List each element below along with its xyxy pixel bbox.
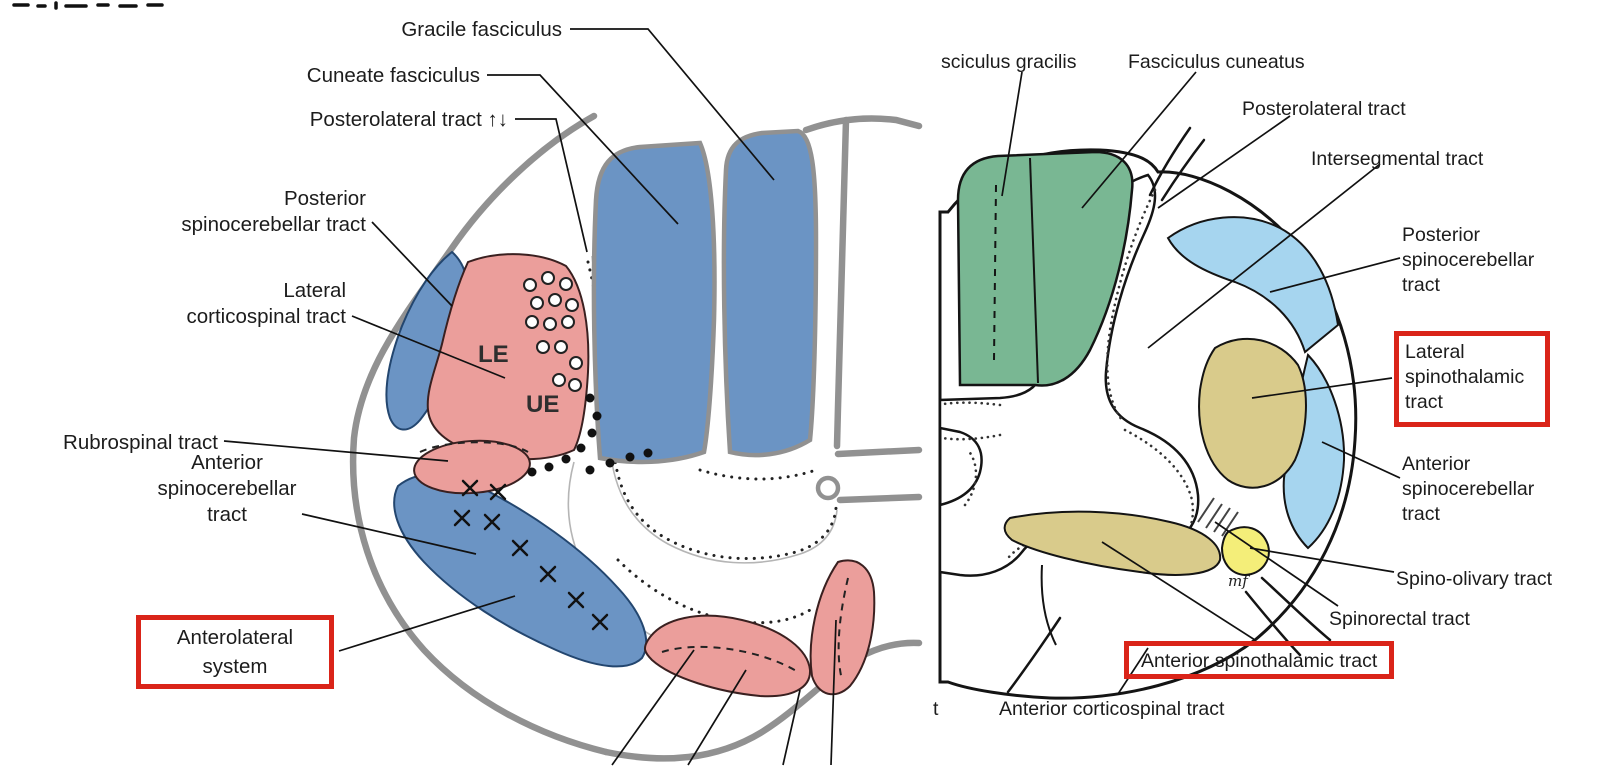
label-anterior-spinocerebellar-left: Anterior spinocerebellar tract xyxy=(146,450,308,528)
highlight-box-anterior-spinothalamic: Anterior spinothalamic tract xyxy=(1124,641,1395,679)
right-diagram-art: mf xyxy=(938,71,1401,700)
x-marks xyxy=(453,479,609,631)
posterior-columns-divider xyxy=(1029,157,1039,384)
label-line: spinocerebellar tract xyxy=(181,213,366,236)
label-intersegmental-tract: Intersegmental tract xyxy=(1311,148,1484,170)
label-line: tract xyxy=(207,503,247,526)
label-line: system xyxy=(202,655,268,678)
left-region-le-label: LE xyxy=(478,341,509,368)
label-posterior-spinocerebellar-right: Posterior spinocerebellar tract xyxy=(1402,223,1534,298)
label-line: Anterolateral xyxy=(176,626,294,649)
posterior-columns-dashed-line xyxy=(993,184,997,361)
label-posterolateral-tract-left: Posterolateral tract ↑↓ xyxy=(309,108,508,131)
left-leader-lines xyxy=(223,28,837,766)
left-posterior-columns xyxy=(591,128,819,465)
clipped-text-fragment xyxy=(12,1,164,10)
highlight-box-anterolateral: Anterolateral system xyxy=(136,615,334,689)
cuneate-fasciculus-region xyxy=(591,140,717,465)
label-spino-olivary-tract: Spino-olivary tract xyxy=(1396,568,1553,590)
left-ventral-pink-regions xyxy=(643,559,876,698)
right-posterior-columns xyxy=(956,150,1134,387)
artist-signature: mf xyxy=(1228,572,1250,590)
label-fasciculus-gracilis-truncated: sciculus gracilis xyxy=(941,51,1077,73)
label-posterior-spinocerebellar-left: Posterior spinocerebellar tract xyxy=(148,186,366,238)
label-fasciculus-cuneatus: Fasciculus cuneatus xyxy=(1128,51,1305,73)
posterior-spinocerebellar-region-right xyxy=(1166,216,1340,354)
label-line: tract xyxy=(1402,274,1440,296)
spinorectal-hatched-region xyxy=(1197,497,1239,537)
label-rubrospinal-tract: Rubrospinal tract xyxy=(63,431,218,454)
label-line: spinothalamic xyxy=(1405,366,1525,388)
label-anterolateral-system: Anterolateral system xyxy=(141,620,329,681)
label-line: Lateral xyxy=(1405,341,1465,363)
label-line: spinocerebellar xyxy=(1402,478,1535,500)
label-line: corticospinal tract xyxy=(186,305,346,328)
anterolateral-system-region xyxy=(393,473,648,668)
label-posterolateral-tract-right: Posterolateral tract xyxy=(1242,98,1406,120)
label-anterior-spinocerebellar-right: Anterior spinocerebellar tract xyxy=(1402,452,1534,527)
myelin-ring-marks xyxy=(523,271,583,392)
nerve-rootlets xyxy=(1006,126,1332,694)
left-diagram-art: LE UE xyxy=(223,28,923,766)
label-spinorectal-tract: Spinorectal tract xyxy=(1329,608,1470,630)
label-gracile-fasciculus: Gracile fasciculus xyxy=(401,18,562,41)
anterior-median-fissure xyxy=(1040,564,1057,646)
rubrospinal-dashed-divider xyxy=(419,441,529,453)
anterior-spinothalamic-region xyxy=(1003,510,1222,576)
label-line: spinocerebellar xyxy=(1402,249,1535,271)
label-line: tract xyxy=(1402,503,1440,525)
black-dot-marks xyxy=(527,393,653,477)
left-region-ue-label: UE xyxy=(526,391,559,418)
label-line: Posterior xyxy=(283,187,366,210)
label-line: Lateral xyxy=(283,279,346,302)
label-line: tract xyxy=(1405,391,1443,413)
label-line: spinocerebellar xyxy=(157,477,297,500)
label-cuneate-fasciculus: Cuneate fasciculus xyxy=(306,64,480,87)
right-leader-lines xyxy=(1001,71,1401,695)
gracile-fasciculus-region xyxy=(721,128,819,458)
left-ventral-dashed-dividers xyxy=(661,577,849,681)
label-lateral-spinothalamic: Lateral spinothalamic tract xyxy=(1399,336,1545,419)
label-line: Posterior xyxy=(1402,224,1481,246)
label-anterior-spinothalamic: Anterior spinothalamic tract xyxy=(1141,650,1378,672)
label-line: Anterior xyxy=(1402,453,1471,475)
label-anterior-corticospinal: Anterior corticospinal tract xyxy=(999,698,1225,720)
lateral-spinothalamic-region xyxy=(1198,337,1307,489)
label-truncated-tract: t xyxy=(933,698,939,720)
highlight-box-lateral-spinothalamic: Lateral spinothalamic tract xyxy=(1394,331,1550,427)
label-lateral-corticospinal: Lateral corticospinal tract xyxy=(90,278,346,330)
central-canal-left xyxy=(815,475,841,501)
spino-olivary-region xyxy=(1220,526,1270,577)
label-line: Anterior xyxy=(191,451,263,474)
